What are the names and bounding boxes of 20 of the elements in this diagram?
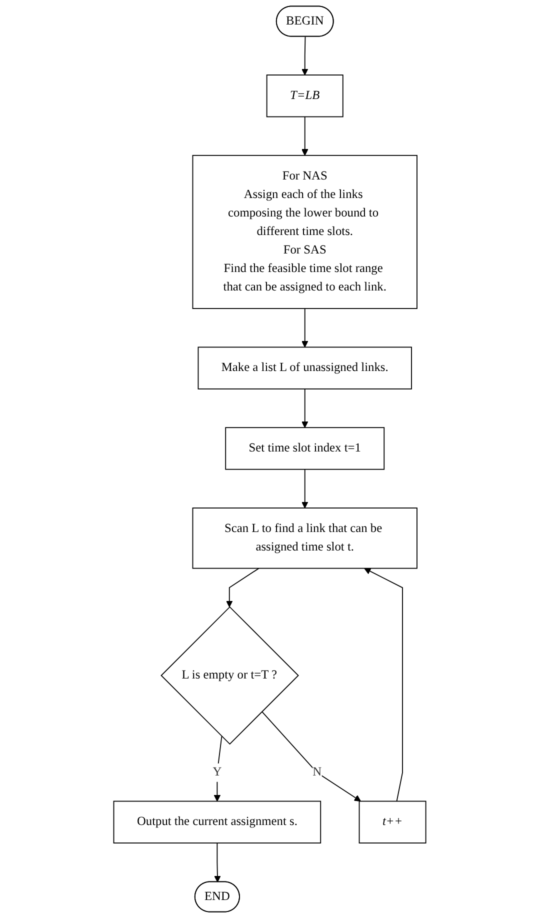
- arrow: [301, 468, 308, 508]
- node-box: T=LB: [266, 74, 344, 118]
- node-box: Set time slot index t=1: [224, 427, 384, 470]
- node-box: For NAS Assign each of the links composing the lower bound to different time slots. For SAS Find the feasible time slot range that can be assigned to each link.: [192, 154, 418, 309]
- arrow: [226, 568, 260, 608]
- arrow: [214, 842, 221, 882]
- node-box: Scan L to find a link that can be assigned time slot t.: [192, 508, 418, 569]
- arrow: [364, 568, 403, 802]
- arrow: [261, 711, 361, 802]
- node-box: t++: [358, 800, 426, 844]
- edge-label: Y: [212, 766, 222, 779]
- arrow: [301, 116, 308, 156]
- arrow: [214, 736, 222, 802]
- node-box: Output the current assignment s.: [113, 800, 321, 844]
- node-box: Make a list L of unassigned links.: [197, 346, 412, 390]
- edge-label: N: [312, 766, 322, 779]
- arrow: [301, 388, 308, 428]
- arrow: [301, 308, 308, 348]
- node-diamond: L is empty or t=T ?: [160, 606, 299, 745]
- arrow: [301, 36, 308, 76]
